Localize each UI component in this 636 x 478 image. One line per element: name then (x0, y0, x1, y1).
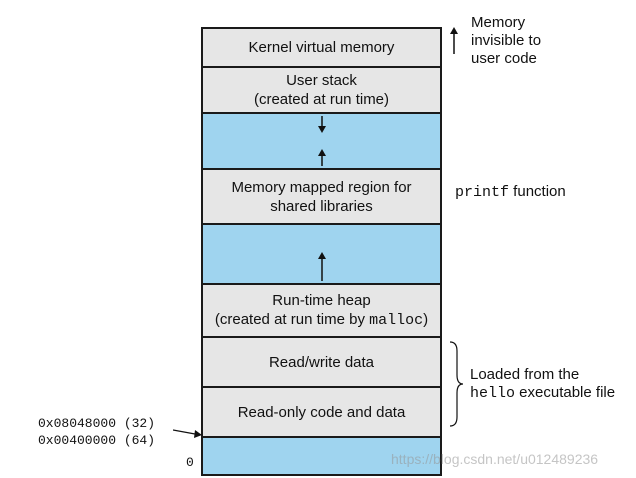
malloc-code: malloc (369, 312, 424, 329)
read-only-code-segment: Read-only code and data (203, 388, 440, 438)
hello-code: hello (470, 385, 516, 402)
heap-sublabel-prefix: (created at run time by (214, 311, 370, 328)
user-stack-label: User stack (286, 72, 357, 89)
address-64bit: 0x00400000 (64) (38, 433, 156, 448)
loaded-line2-suffix: executable file (515, 384, 616, 401)
run-time-heap-segment: Run-time heap (created at run time by ma… (203, 285, 440, 338)
loaded-line1: Loaded from the (470, 366, 580, 383)
watermark-text: https://blog.csdn.net/u012489236 (391, 451, 599, 467)
loaded-annotation: Loaded from the hello executable file (470, 366, 615, 403)
printf-suffix: function (509, 183, 566, 200)
heap-label: Run-time heap (272, 292, 371, 309)
memory-mapped-region-segment: Memory mapped region for shared librarie… (203, 170, 440, 225)
memory-layout-stack: Kernel virtual memory User stack (create… (201, 27, 442, 476)
read-write-data-segment: Read/write data (203, 338, 440, 388)
address-pointer-icon (173, 429, 202, 438)
heap-sublabel: (created at run time by malloc) (215, 310, 428, 330)
printf-annotation: printf function (455, 183, 566, 202)
kernel-virtual-memory-segment: Kernel virtual memory (203, 29, 440, 68)
unused-low-segment (203, 438, 440, 474)
user-stack-segment: User stack (created at run time) (203, 68, 440, 114)
address-zero: 0 (186, 455, 194, 470)
heap-sublabel-suffix: ) (423, 311, 429, 328)
address-32bit: 0x08048000 (32) (38, 416, 156, 431)
memory-invisible-line1: Memory (471, 14, 526, 31)
memory-invisible-annotation: Memory invisible to user code (471, 14, 541, 68)
mmap-label: Memory mapped region for (231, 178, 412, 196)
loaded-line2: hello executable file (470, 384, 615, 403)
ro-code-label: Read-only code and data (237, 403, 406, 421)
heap-growth-gap (203, 225, 440, 285)
rw-data-label: Read/write data (268, 353, 375, 371)
memory-invisible-line3: user code (471, 50, 537, 67)
user-stack-sublabel: (created at run time) (253, 91, 390, 108)
kernel-label: Kernel virtual memory (248, 39, 395, 56)
invisible-up-arrow-icon (450, 27, 458, 54)
printf-code: printf (455, 184, 510, 201)
stack-growth-gap (203, 114, 440, 170)
memory-invisible-line2: invisible to (471, 32, 542, 49)
mmap-sublabel: shared libraries (270, 197, 373, 215)
loaded-brace-icon (449, 341, 464, 427)
